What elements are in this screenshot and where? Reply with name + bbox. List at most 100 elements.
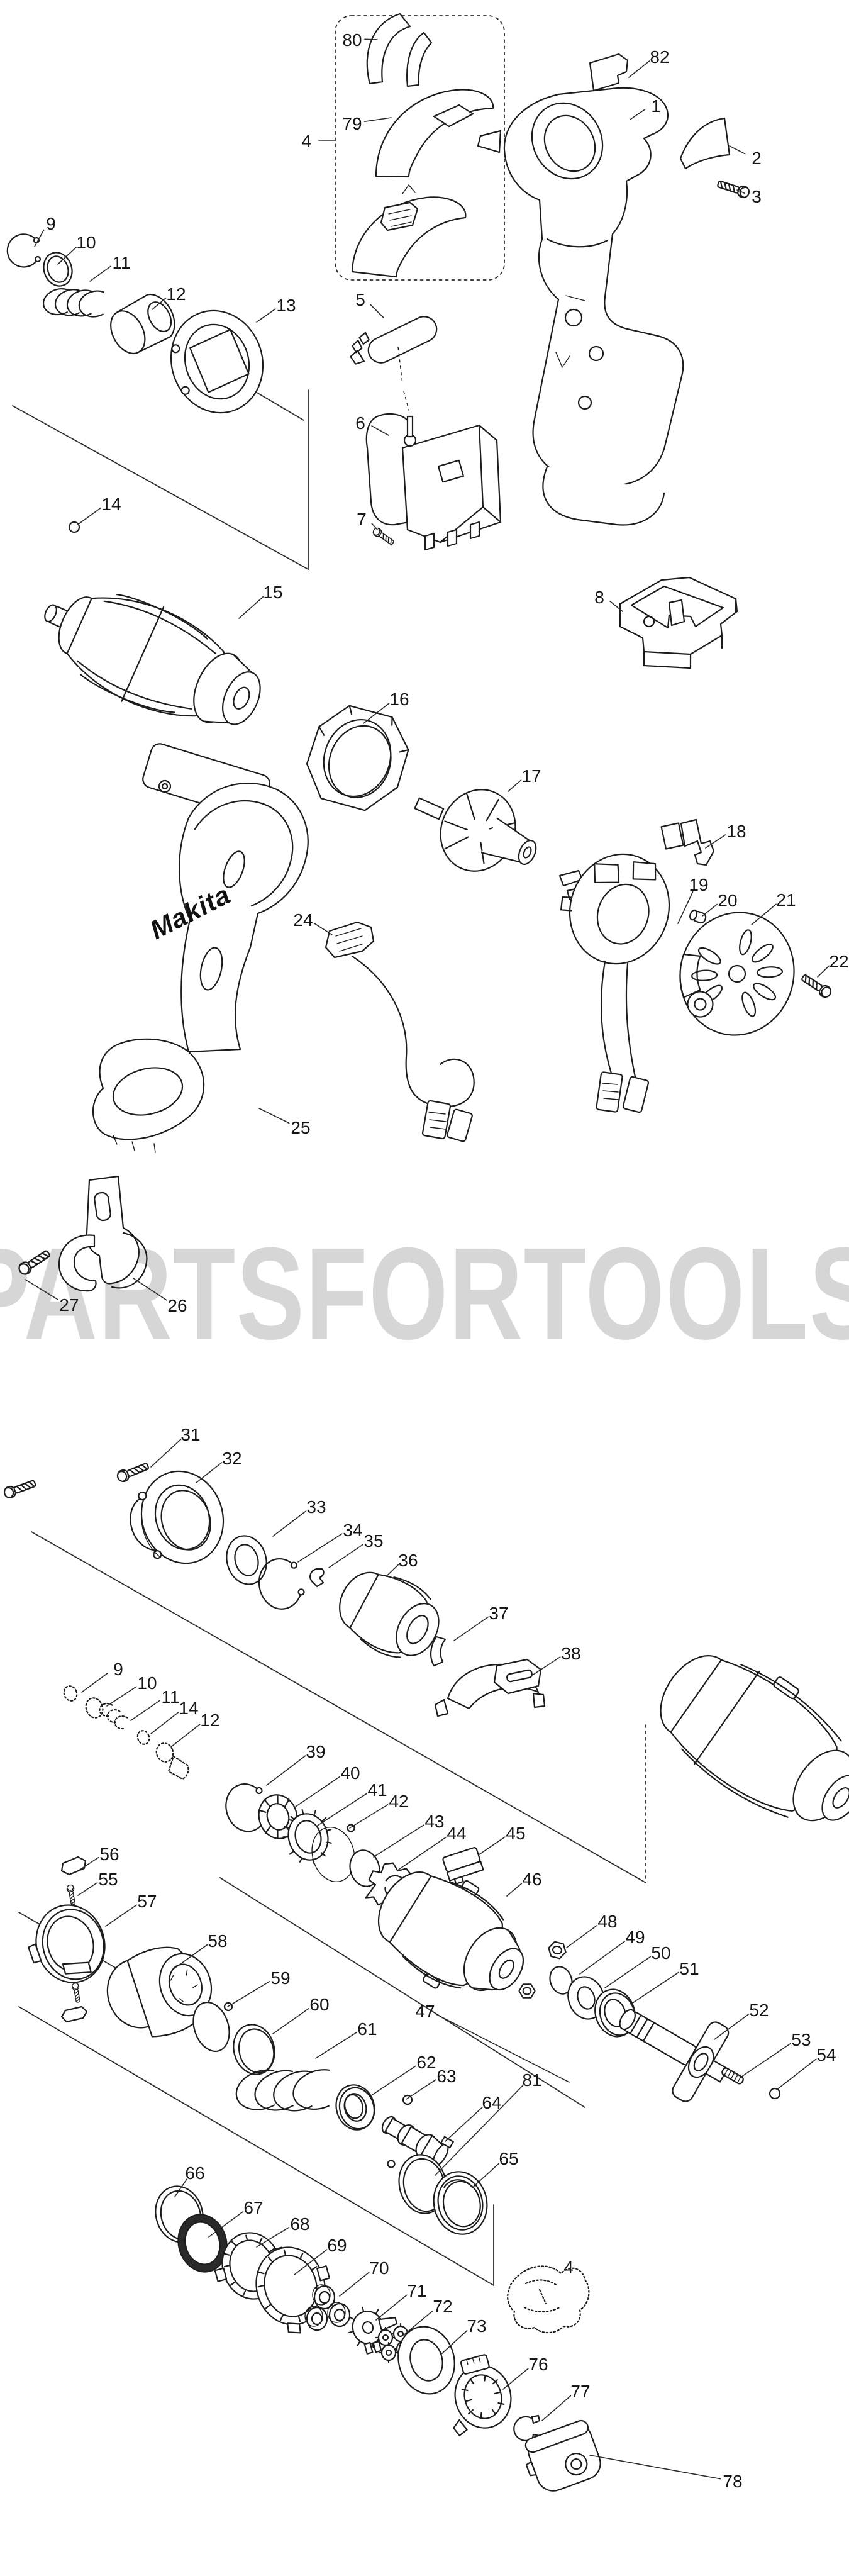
leader-line-17: [508, 779, 522, 792]
part-25-housing-half-left: Makita: [92, 743, 309, 1153]
callout-57: 57: [137, 1892, 157, 1911]
leader-line-6: [371, 425, 389, 436]
callout-40: 40: [340, 1763, 360, 1783]
leader-line-24: [313, 922, 333, 935]
callout-45: 45: [506, 1824, 525, 1843]
leader-line-56: [77, 1857, 99, 1871]
leader-line-61: [315, 2032, 357, 2059]
callout-31: 31: [180, 1425, 200, 1444]
callout-52: 52: [749, 2000, 769, 2020]
part-9-snap-ring: [6, 233, 42, 268]
callout-66: 66: [185, 2163, 204, 2183]
leader-line-11: [130, 1700, 160, 1721]
leader-line-76: [502, 2368, 529, 2390]
part-57-change-ring: [28, 1904, 106, 2023]
ghost-parts-9-14: [63, 1685, 189, 1780]
leader-line-10: [106, 1686, 137, 1707]
part-79-rear-cover: [351, 89, 494, 278]
callout-37: 37: [489, 1603, 508, 1623]
part-11-spring: [42, 288, 104, 318]
part-62-washer: [335, 2084, 375, 2131]
part-38-yoke-cover: [434, 1658, 546, 1717]
callout-24: 24: [293, 910, 313, 930]
callout-59: 59: [270, 1968, 290, 1988]
part-54-ball: [769, 2087, 781, 2100]
callout-33: 33: [306, 1497, 326, 1517]
callout-56: 56: [99, 1844, 119, 1864]
leader-line-51: [630, 1971, 679, 2005]
leader-line-80: [364, 38, 378, 40]
leader-line-77: [541, 2395, 572, 2421]
leader-line-52: [714, 2014, 750, 2040]
gear-assembly-complete: [660, 1655, 849, 1822]
part-15-gear-assembly: [44, 593, 261, 725]
callout-9: 9: [46, 214, 56, 233]
part-10-ring: [43, 252, 73, 287]
callout-64: 64: [482, 2093, 501, 2112]
callout-4: 4: [563, 2258, 574, 2277]
leader-line-54: [776, 2058, 817, 2090]
leader-line-82: [628, 60, 650, 78]
part-52-anvil-spindle: [619, 2009, 730, 2102]
callout-4: 4: [301, 131, 311, 151]
leader-line-73: [441, 2330, 468, 2355]
callout-70: 70: [369, 2258, 389, 2278]
callout-55: 55: [98, 1870, 118, 1889]
callout-26: 26: [167, 1296, 187, 1315]
leader-line-21: [751, 903, 777, 925]
callout-63: 63: [436, 2066, 456, 2086]
callout-49: 49: [625, 1927, 645, 1947]
leader-line-71: [375, 2294, 408, 2321]
part-71-gear: [348, 2307, 398, 2355]
callout-80: 80: [342, 30, 362, 50]
leader-line-3: [736, 189, 745, 194]
callout-41: 41: [367, 1780, 387, 1800]
callout-27: 27: [59, 1295, 79, 1315]
callout-17: 17: [521, 766, 541, 786]
leader-line-14: [78, 507, 101, 525]
part-60-ring: [233, 2024, 275, 2075]
leader-line-12: [170, 1724, 201, 1748]
leader-line-40: [295, 1776, 340, 1807]
callout-15: 15: [263, 583, 282, 602]
leader-line-72: [403, 2310, 433, 2336]
part-1-housing-half-right: [477, 87, 684, 526]
callout-19: 19: [689, 875, 708, 895]
leader-line-18: [705, 834, 726, 849]
leader-line-63: [406, 2079, 436, 2100]
part-17-rotor-fan: [414, 789, 537, 872]
leader-line-34: [297, 1533, 343, 1563]
leader-line-79: [364, 117, 392, 123]
part-8-terminal-cover: [619, 576, 738, 669]
leader-line-46: [506, 1883, 523, 1897]
part-61-spring: [235, 2069, 330, 2112]
callout-42: 42: [389, 1792, 408, 1811]
leader-line-78: [589, 2455, 721, 2480]
part-34-snap-ring: [258, 1558, 305, 1610]
leader-line-47: [436, 2014, 570, 2083]
callout-82: 82: [650, 47, 669, 67]
leader-line-67: [208, 2211, 244, 2238]
leader-line-41: [317, 1793, 367, 1826]
leader-line-45: [479, 1836, 506, 1855]
leader-line-55: [77, 1882, 98, 1896]
part-55-screw: [65, 1883, 77, 1906]
leader-line-25: [258, 1108, 290, 1124]
ghost-part-4-housing: [507, 2265, 590, 2334]
leader-line-13: [256, 308, 276, 323]
callout-48: 48: [597, 1912, 617, 1931]
callout-79: 79: [342, 114, 362, 133]
part-82-label: [589, 53, 629, 92]
part-65-coil-ring: [433, 2171, 488, 2235]
callout-61: 61: [357, 2019, 377, 2039]
part-56-clip: [60, 1856, 87, 1876]
leader-line-31: [150, 1439, 182, 1468]
callout-50: 50: [651, 1943, 670, 1963]
leader-line-11: [89, 265, 111, 282]
callout-16: 16: [389, 689, 409, 709]
part-12-spacer: [110, 293, 175, 354]
callout-62: 62: [416, 2053, 436, 2072]
callout-25: 25: [291, 1118, 310, 1137]
callout-12: 12: [166, 284, 186, 304]
leader-line-26: [133, 1278, 167, 1301]
